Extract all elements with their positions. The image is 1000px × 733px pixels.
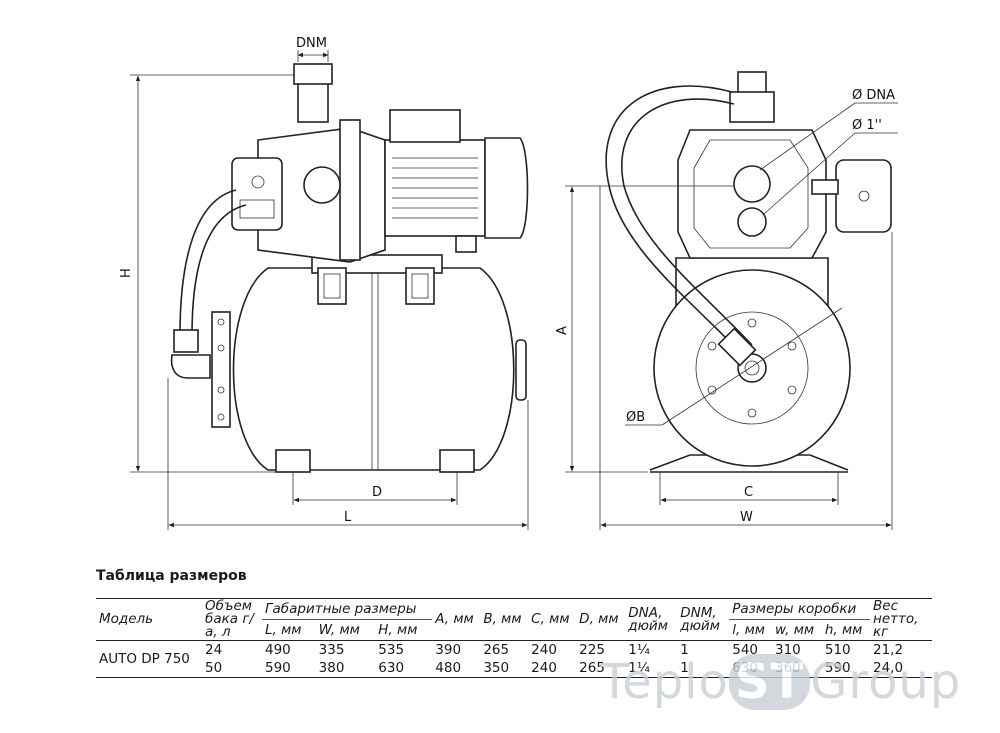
- cell-dna: 1¼: [625, 659, 678, 678]
- cell-h: 535: [378, 642, 405, 658]
- dnm-label: DNM: [296, 36, 327, 51]
- dim-one-inch: Ø 1'': [763, 118, 898, 215]
- w-label: W: [740, 510, 753, 525]
- header-overall: Габаритные размеры: [262, 598, 433, 620]
- cell-dnm: 1: [680, 642, 689, 658]
- cell-b: 350: [480, 659, 529, 678]
- one-inch-label: Ø 1'': [852, 118, 882, 133]
- cell-box-h: 510: [824, 642, 851, 658]
- side-pump: [231, 63, 529, 263]
- cell-dnm: 1: [677, 659, 730, 678]
- watermark-mid: ST: [728, 654, 811, 710]
- header-dnm: DNM, дюйм: [677, 598, 730, 641]
- header-dna: DNA, дюйм: [625, 598, 678, 641]
- dim-dnm: DNM: [296, 36, 329, 62]
- header-c: C, мм: [528, 598, 577, 641]
- dim-l: L: [167, 378, 529, 530]
- cell-c: 240: [531, 642, 557, 658]
- cell-box-h: 590: [821, 659, 870, 678]
- cell-a: 390: [435, 642, 462, 658]
- dna-label: Ø DNA: [852, 88, 895, 103]
- header-model: Модель: [96, 598, 202, 641]
- cell-volume: 24: [205, 642, 223, 658]
- b-label: ØB: [626, 410, 645, 425]
- header-box-w: w, мм: [771, 619, 822, 641]
- cell-c: 240: [528, 659, 577, 678]
- cell-volume: 50: [202, 659, 262, 678]
- header-a: A, мм: [432, 598, 481, 641]
- cell-w: 380: [315, 659, 376, 678]
- header-w: W, мм: [315, 619, 376, 641]
- cell-b: 265: [483, 642, 510, 658]
- l-label: L: [344, 510, 352, 525]
- cell-h: 630: [375, 659, 433, 678]
- table-row: AUTO DP 750 24 490 335 535 390 265 240 2…: [96, 640, 932, 678]
- cell-l: 490: [265, 642, 291, 658]
- header-h: H, мм: [375, 619, 433, 641]
- front-tank: [653, 269, 851, 467]
- side-hose: [170, 189, 247, 379]
- front-view: Ø DNA Ø 1'' A ØB C: [555, 71, 898, 530]
- side-view: DNM H D L: [119, 36, 529, 530]
- header-weight: Вес нетто, кг: [870, 598, 932, 641]
- cell-l: 590: [262, 659, 316, 678]
- table-title: Таблица размеров: [96, 568, 247, 584]
- cell-d: 225: [579, 642, 605, 658]
- cell-weight: 21,2: [873, 642, 904, 658]
- cell-dna: 1¼: [628, 642, 650, 658]
- header-b: B, мм: [480, 598, 529, 641]
- dim-dna: Ø DNA: [759, 88, 898, 171]
- technical-drawing: DNM H D L: [119, 36, 898, 530]
- dim-w: W: [599, 186, 893, 530]
- side-bracket: [311, 254, 443, 305]
- dim-h: H: [119, 74, 295, 473]
- cell-model: AUTO DP 750: [96, 640, 202, 678]
- cell-a: 480: [432, 659, 481, 678]
- header-d: D, мм: [576, 598, 626, 641]
- front-pump: [677, 71, 892, 259]
- header-l: L, мм: [262, 619, 316, 641]
- watermark-pre: Teplo: [600, 654, 729, 710]
- a-label: A: [555, 326, 570, 335]
- h-label: H: [119, 268, 134, 278]
- cell-d: 265: [576, 659, 626, 678]
- dim-c: C: [659, 472, 839, 505]
- side-tank: [211, 267, 527, 473]
- cell-weight: 24,0: [870, 659, 932, 678]
- dim-a: A: [555, 185, 735, 473]
- header-box-l: l, мм: [729, 619, 772, 641]
- watermark-post: Group: [810, 654, 962, 710]
- header-box: Размеры коробки: [729, 598, 870, 620]
- c-label: C: [744, 485, 753, 500]
- dim-b: ØB: [625, 307, 843, 426]
- dim-d: D: [292, 472, 458, 505]
- d-label: D: [372, 485, 382, 500]
- header-volume: Объем бака г/а, л: [202, 598, 262, 641]
- header-box-h: h, мм: [821, 619, 870, 641]
- cell-w: 335: [318, 642, 345, 658]
